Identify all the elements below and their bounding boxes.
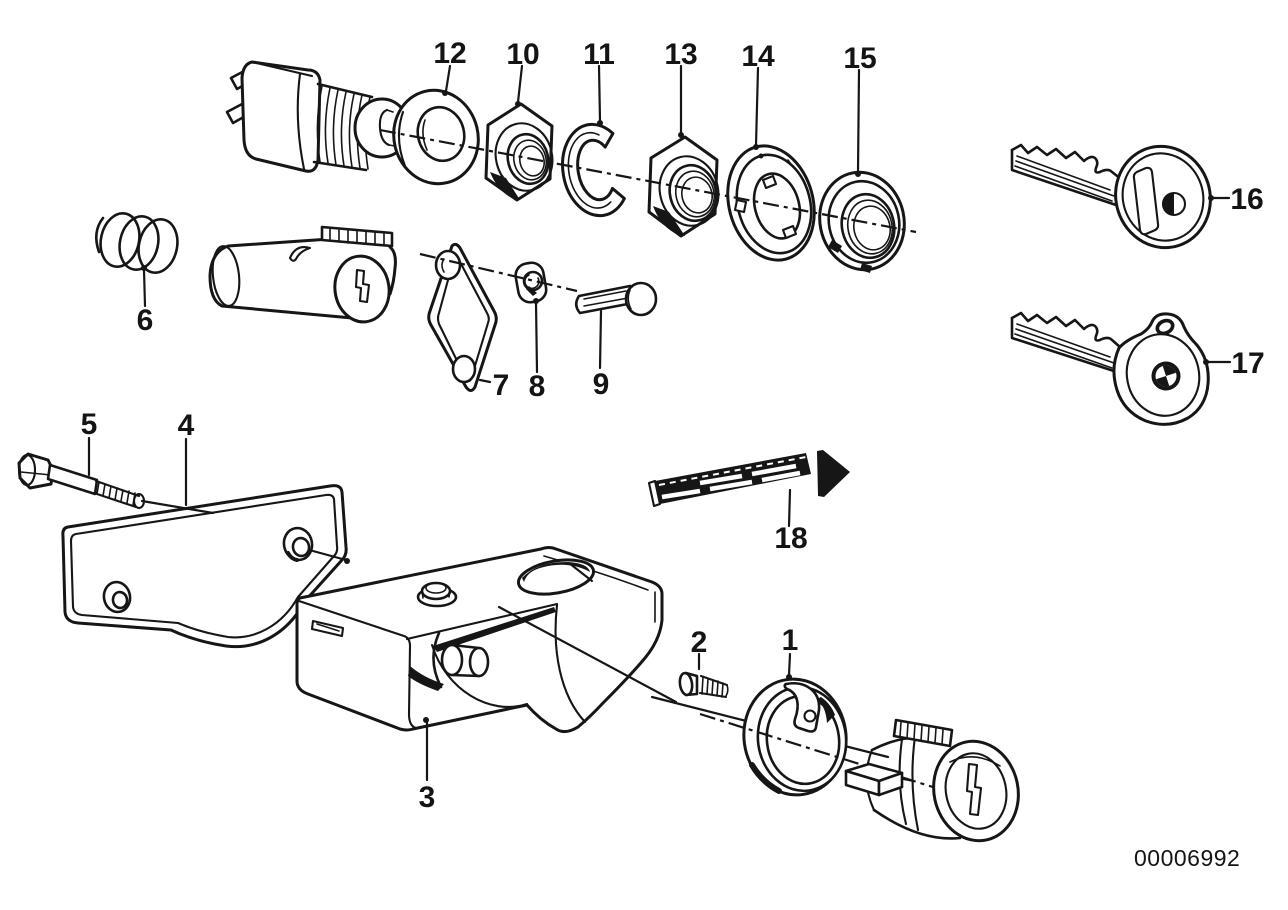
spacer-ring-12 <box>392 88 480 186</box>
leader-lines <box>87 64 1232 782</box>
cover-strip-18 <box>647 450 850 508</box>
lock-washer-14 <box>726 144 816 262</box>
plate-hole-leader <box>311 549 350 564</box>
callout-5: 5 <box>81 408 98 441</box>
callout-13: 13 <box>664 38 697 71</box>
lower-center-axis <box>699 712 937 790</box>
callout-2: 2 <box>691 626 708 659</box>
callout-7: 7 <box>493 369 510 402</box>
callout-3: 3 <box>419 781 436 814</box>
arrow-icon <box>817 450 850 497</box>
hex-bolt-5 <box>17 452 146 510</box>
callout-12: 12 <box>433 37 466 70</box>
coil-spring-6 <box>94 211 179 275</box>
grommet-8 <box>514 261 548 304</box>
callout-11: 11 <box>583 38 615 71</box>
spring-washer-11 <box>561 122 626 218</box>
callout-labels: 1 2 3 4 5 6 7 8 9 10 11 12 13 14 15 16 1… <box>81 37 1265 814</box>
callout-18: 18 <box>774 522 807 555</box>
lock-barrel <box>208 225 397 324</box>
retaining-ring-1 <box>742 677 848 797</box>
ignition-switch <box>225 60 411 173</box>
hex-nut-10 <box>484 102 554 202</box>
callout-8: 8 <box>529 370 546 403</box>
callout-14: 14 <box>741 40 775 73</box>
center-axis-middle <box>419 252 578 293</box>
callout-10: 10 <box>506 38 539 71</box>
bracket-housing-3 <box>295 546 664 734</box>
screw-2 <box>678 671 729 699</box>
callout-4: 4 <box>178 409 195 442</box>
callout-9: 9 <box>593 368 610 401</box>
bmw-roundel <box>1151 361 1181 391</box>
housing-axis-line <box>497 605 678 704</box>
callout-15: 15 <box>843 42 876 75</box>
callout-16: 16 <box>1230 183 1263 216</box>
drawing-number: 00006992 <box>1134 845 1240 871</box>
callout-1: 1 <box>782 624 799 657</box>
gasket-plate-7 <box>427 242 498 392</box>
bolt-axis-line <box>140 499 215 515</box>
lock-cylinder <box>844 718 1020 843</box>
pivot-pin-9 <box>574 281 658 317</box>
callout-6: 6 <box>137 304 154 337</box>
center-axis-top <box>379 128 917 234</box>
key-16 <box>1010 143 1212 250</box>
hex-nut-13 <box>647 135 720 238</box>
callout-17: 17 <box>1231 347 1264 380</box>
cover-plate-4 <box>61 484 348 649</box>
key-17-bmw <box>1010 311 1210 426</box>
